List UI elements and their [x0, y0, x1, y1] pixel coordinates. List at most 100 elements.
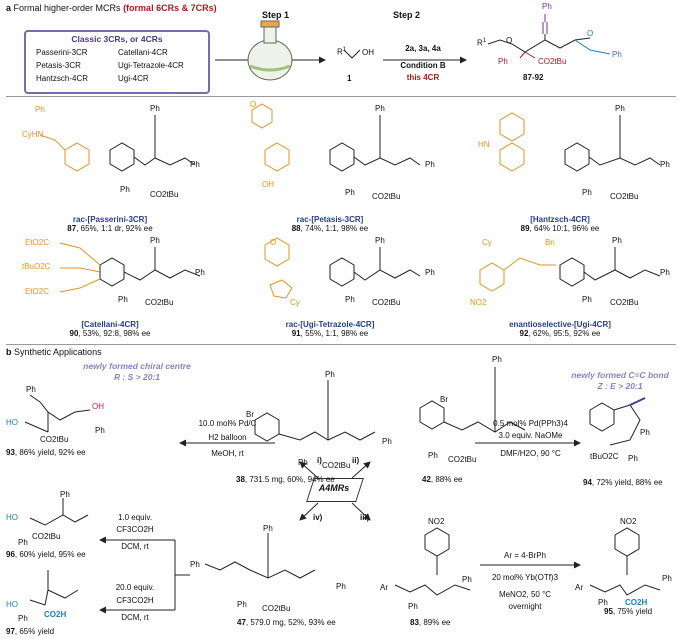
product-number: 87-92 — [523, 73, 544, 82]
atom-co2tbu: CO2tBu — [262, 604, 291, 613]
atom-eto2c: EtO2C — [25, 287, 50, 296]
cond-96-line: 1.0 equiv. — [117, 513, 153, 522]
note-alkene-ratio: Z : E > 20:1 — [597, 381, 643, 391]
atom-ph: Ph — [640, 428, 650, 437]
atom-o: O — [587, 29, 594, 38]
cond-95-line: 20 mol% Yb(OTf)3 — [491, 573, 559, 582]
product-92-caption: enantioselective-[Ugi-4CR] 92, 62%, 95:5… — [509, 320, 611, 338]
atom-co2tbu: CO2tBu — [40, 435, 69, 444]
classic-item: Catellani-4CR — [118, 48, 168, 57]
a4mrs-center: A4MRs — [304, 478, 364, 502]
cond-97-line: DCM, rt — [121, 613, 149, 622]
atom-co2tbu: CO2tBu — [322, 461, 351, 470]
compound-95-structure — [589, 527, 661, 596]
atom-ph: Ph — [263, 524, 273, 533]
atom-ph: Ph — [425, 268, 435, 277]
atom-ph: Ph — [612, 236, 622, 245]
atom-oh: OH — [262, 180, 274, 189]
compound-38-structure — [254, 380, 376, 442]
classic-item: Petasis-3CR — [36, 61, 81, 70]
atom-co2tbu: CO2tBu — [145, 298, 174, 307]
atom-ph: Ph — [18, 538, 28, 547]
atom-tbuo2c: tBuO2C — [590, 452, 619, 461]
product-90-structure — [59, 242, 201, 293]
sm-number: 1 — [347, 74, 352, 83]
cond-95-line: Ar = 4-BrPh — [503, 551, 546, 560]
compound-97-structure — [29, 570, 79, 606]
atom-ph: Ph — [628, 454, 638, 463]
atom-ph: Ph — [60, 490, 70, 499]
atom-ph: Ph — [190, 560, 200, 569]
atom-co2tbu: CO2tBu — [32, 532, 61, 541]
atom-ph: Ph — [195, 268, 205, 277]
compound-42-caption: 42, 88% ee — [422, 475, 463, 484]
atom-ph: Ph — [660, 160, 670, 169]
sm-oh: OH — [362, 48, 374, 57]
cond-97-line: CF3CO2H — [116, 596, 154, 605]
atom-ph: Ph — [428, 451, 438, 460]
atom-no2: NO2 — [470, 298, 487, 307]
atom-hn: HN — [478, 140, 490, 149]
atom-cyhn: CyHN — [22, 130, 44, 139]
route-label: iv) — [313, 513, 323, 522]
product-87-caption: rac-[Passerini-3CR] 87, 65%, 1:1 dr, 92%… — [67, 215, 153, 233]
atom-co2tbu: CO2tBu — [538, 57, 567, 66]
atom-cy: Cy — [290, 298, 300, 307]
step2-condition: Condition B — [400, 61, 446, 70]
divider — [6, 344, 676, 345]
product-r1: R1 — [477, 38, 487, 48]
atom-ph: Ph — [615, 104, 625, 113]
product-91-structure — [264, 237, 421, 299]
divider — [6, 96, 676, 97]
cond-94-line: 3.0 equiv. NaOMe — [498, 431, 563, 440]
atom-ph: Ph — [582, 188, 592, 197]
atom-co2tbu: CO2tBu — [610, 298, 639, 307]
atom-ph: Ph — [345, 295, 355, 304]
cond-96-line: CF3CO2H — [116, 525, 154, 534]
step2-reagents: 2a, 3a, 4a — [405, 44, 441, 53]
atom-co2h: CO2H — [44, 610, 67, 619]
compound-47-caption: 47, 579.0 mg, 52%, 93% ee — [237, 618, 336, 627]
atom-ph: Ph — [95, 426, 105, 435]
atom-co2tbu: CO2tBu — [372, 192, 401, 201]
compound-38-caption: 38, 731.5 mg, 60%, 94% ee — [236, 475, 335, 484]
compound-93-structure — [24, 394, 91, 433]
product-88-caption: rac-[Petasis-3CR] 88, 74%, 1:1, 98% ee — [291, 215, 369, 233]
cond-94-line: 0.5 mol% Pd(PPh3)4 — [493, 419, 568, 428]
atom-ph: Ph — [150, 104, 160, 113]
atom-oh: OH — [92, 402, 104, 411]
product-87-92-structure — [487, 14, 611, 59]
atom-ph: Ph — [660, 268, 670, 277]
compound-47-structure — [204, 533, 316, 579]
atom-ph: Ph — [408, 602, 418, 611]
atom-br: Br — [440, 395, 448, 404]
step2-label: Step 2 — [393, 10, 421, 20]
cond-94-line: DMF/H2O, 90 °C — [500, 449, 561, 458]
atom-ph: Ph — [118, 295, 128, 304]
compound-83-structure — [394, 527, 471, 596]
atom-co2tbu: CO2tBu — [610, 192, 639, 201]
step2-this4cr: this 4CR — [406, 73, 440, 82]
atom-ph: Ph — [345, 188, 355, 197]
atom-ph: Ph — [375, 104, 385, 113]
atom-ph: Ph — [150, 236, 160, 245]
classic-item: Ugi-4CR — [118, 74, 149, 83]
atom-ph: Ph — [582, 295, 592, 304]
atom-ho: HO — [6, 513, 18, 522]
atom-ph: Ph — [542, 2, 552, 11]
cond-95-line: MeNO2, 50 °C — [498, 590, 552, 599]
atom-ph: Ph — [492, 355, 502, 364]
route-label: i) — [317, 456, 322, 465]
atom-ho: HO — [6, 418, 18, 427]
atom-ph: Ph — [425, 160, 435, 169]
atom-cy: Cy — [482, 238, 492, 247]
atom-ph: Ph — [325, 370, 335, 379]
section-b-title: b Synthetic Applications — [6, 347, 102, 357]
step1-label: Step 1 — [262, 10, 290, 20]
product-92-structure — [479, 247, 661, 292]
atom-bn: Bn — [545, 238, 555, 247]
atom-ph: Ph — [18, 614, 28, 623]
section-a-title: a Formal higher-order MCRs (formal 6CRs … — [6, 3, 217, 13]
product-89-caption: [Hantzsch-4CR] 89, 64% 10:1, 96% ee — [520, 215, 600, 233]
compound-42-structure — [419, 367, 526, 433]
